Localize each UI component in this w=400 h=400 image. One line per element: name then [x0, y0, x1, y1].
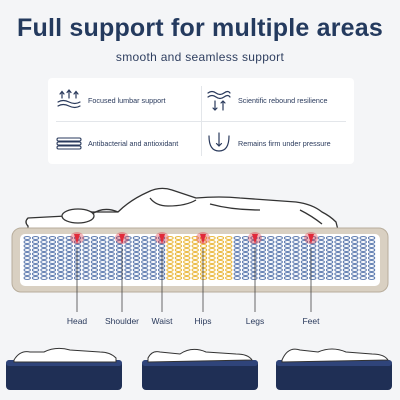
- pressure-points: [70, 232, 318, 244]
- sleeping-positions: [6, 347, 392, 390]
- body-part-label-head: Head: [66, 316, 88, 326]
- feature-firm-pressure: Remains firm under pressure: [206, 129, 331, 157]
- pressure-point: [155, 232, 169, 244]
- feature-antibacterial: Antibacterial and antioxidant: [56, 129, 178, 157]
- coil-spring: [367, 236, 376, 280]
- coil-spring: [225, 236, 233, 280]
- side-sleeper-illustration: [6, 347, 122, 390]
- stomach-sleeper-illustration: [276, 348, 392, 390]
- sleeping-person-figure: [25, 187, 339, 231]
- coil-spring: [23, 236, 31, 280]
- coil-spring: [233, 236, 241, 280]
- lumbar-support-icon: [57, 89, 81, 109]
- coil-spring: [351, 236, 359, 280]
- feature-lumbar-support: Focused lumbar support: [56, 86, 166, 114]
- coil-spring: [107, 236, 115, 280]
- coil-spring: [174, 236, 183, 280]
- firm-pressure-icon: [208, 132, 230, 152]
- feature-label: Remains firm under pressure: [238, 138, 331, 148]
- coil-spring: [82, 236, 90, 280]
- coil-spring: [275, 236, 283, 280]
- rebound-resilience-icon: [207, 90, 231, 111]
- coil-spring: [325, 236, 334, 280]
- body-part-label-feet: Feet: [302, 316, 320, 326]
- body-part-label-hips: Hips: [194, 316, 212, 326]
- pressure-point: [304, 232, 318, 244]
- coil-spring: [241, 236, 250, 280]
- coil-spring: [40, 236, 48, 280]
- coil-spring: [31, 236, 40, 280]
- coil-spring: [48, 236, 57, 280]
- mattress-cross-section-diagram: [11, 187, 389, 312]
- coil-spring: [317, 236, 325, 280]
- feature-label: Focused lumbar support: [88, 95, 166, 105]
- coil-spring: [65, 236, 73, 280]
- coil-spring: [124, 236, 132, 280]
- coil-spring: [115, 236, 124, 280]
- pressure-point: [248, 232, 262, 244]
- page-title: Full support for multiple areas: [17, 14, 383, 42]
- divider: [201, 86, 202, 156]
- coil-spring: [292, 236, 300, 280]
- coil-spring: [132, 236, 141, 280]
- coil-spring: [149, 236, 157, 280]
- coil-spring: [141, 236, 149, 280]
- feature-rebound-resilience: Scientific rebound resilience: [206, 86, 328, 114]
- coil-spring: [216, 236, 225, 280]
- body-part-label-waist: Waist: [151, 316, 173, 326]
- coil-spring: [99, 236, 107, 280]
- pressure-point: [70, 232, 84, 244]
- page-subtitle: smooth and seamless support: [115, 50, 285, 64]
- coil-spring: [267, 236, 275, 280]
- back-sleeper-illustration: [142, 348, 258, 390]
- coil-spring: [300, 236, 309, 280]
- coil-spring: [258, 236, 267, 280]
- pressure-point: [115, 232, 129, 244]
- feature-label: Antibacterial and antioxidant: [88, 138, 179, 148]
- antibacterial-layer-icon: [56, 137, 82, 150]
- pressure-point: [196, 232, 210, 244]
- feature-label: Scientific rebound resilience: [238, 95, 328, 105]
- leader-lines: [76, 248, 312, 312]
- features-panel: Focused lumbar support Scientific reboun…: [48, 78, 354, 164]
- coil-layer: [23, 236, 376, 280]
- coil-spring: [342, 236, 351, 280]
- body-part-label-shoulder: Shoulder: [104, 316, 140, 326]
- coil-spring: [359, 236, 367, 280]
- coil-spring: [191, 236, 199, 280]
- coil-spring: [57, 236, 65, 280]
- body-part-label-legs: Legs: [245, 316, 265, 326]
- coil-spring: [334, 236, 342, 280]
- coil-spring: [183, 236, 191, 280]
- coil-spring: [208, 236, 216, 280]
- coil-spring: [166, 236, 174, 280]
- coil-spring: [90, 236, 99, 280]
- coil-spring: [283, 236, 292, 280]
